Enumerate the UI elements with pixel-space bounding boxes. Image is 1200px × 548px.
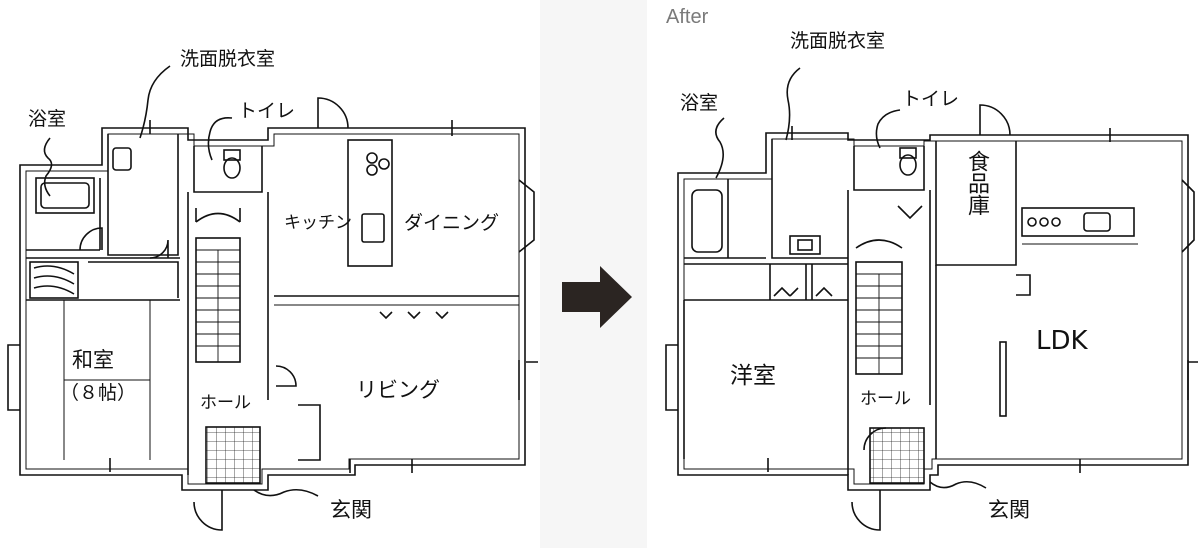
after-hall-label: ホール bbox=[860, 389, 911, 409]
washroom-label: 洗面脱衣室 bbox=[180, 48, 276, 70]
after-entrance-label: 玄関 bbox=[988, 498, 1030, 522]
kitchen-label: キッチン bbox=[284, 213, 352, 233]
after-bath-label: 浴室 bbox=[680, 92, 719, 114]
before-plan bbox=[7, 97, 538, 531]
japanese-room-size-label: （８帖） bbox=[60, 382, 137, 404]
hall-label: ホール bbox=[200, 393, 251, 413]
living-label: リビング bbox=[356, 378, 440, 402]
bath-label: 浴室 bbox=[28, 108, 67, 130]
after-plan bbox=[665, 104, 1198, 531]
leader-lines bbox=[43, 65, 987, 497]
entrance-label: 玄関 bbox=[330, 498, 372, 522]
right-arrow-icon bbox=[562, 266, 632, 328]
dining-label: ダイニング bbox=[404, 212, 500, 234]
after-washroom-label: 洗面脱衣室 bbox=[790, 30, 886, 52]
ldk-label: LDK bbox=[1036, 326, 1088, 356]
toilet-label: トイレ bbox=[238, 100, 296, 122]
western-room-label: 洋室 bbox=[730, 363, 776, 389]
after-toilet-label: トイレ bbox=[902, 88, 960, 110]
japanese-room-label: 和室 bbox=[72, 348, 114, 372]
divider-panel bbox=[540, 0, 647, 548]
pantry-label: 食品庫 bbox=[964, 150, 989, 216]
after-caption: After bbox=[666, 6, 709, 28]
